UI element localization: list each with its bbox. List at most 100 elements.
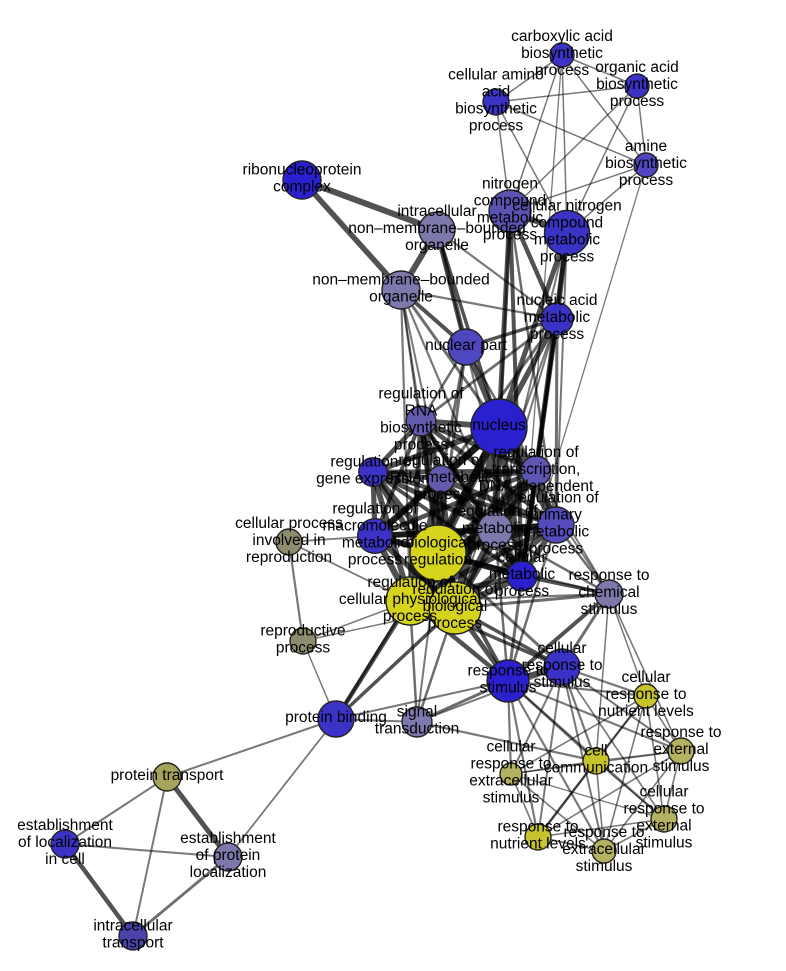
svg-text:transduction: transduction	[375, 720, 459, 737]
svg-text:biosynthetic: biosynthetic	[605, 155, 687, 172]
svg-text:process: process	[540, 248, 595, 265]
svg-text:stimulus: stimulus	[534, 674, 591, 691]
svg-text:establishment: establishment	[180, 830, 276, 847]
svg-text:gene expression: gene expression	[316, 470, 430, 487]
svg-text:regulation of: regulation of	[452, 503, 538, 520]
svg-text:organelle: organelle	[369, 288, 433, 305]
svg-text:external: external	[636, 817, 691, 834]
svg-text:stimulus: stimulus	[653, 758, 710, 775]
svg-text:regulation of: regulation of	[513, 489, 599, 506]
svg-text:response to: response to	[498, 818, 579, 835]
svg-text:ribonucleoprotein: ribonucleoprotein	[243, 161, 362, 178]
svg-text:cell: cell	[584, 742, 607, 759]
svg-text:nitrogen: nitrogen	[482, 175, 538, 192]
svg-text:non–membrane–bounded: non–membrane–bounded	[312, 271, 490, 288]
svg-text:stimulus: stimulus	[483, 789, 540, 806]
svg-text:organelle: organelle	[405, 237, 469, 254]
svg-text:amine: amine	[625, 138, 667, 155]
svg-text:non–membrane–bounded: non–membrane–bounded	[348, 220, 526, 237]
svg-text:process: process	[428, 615, 483, 632]
svg-text:metabolic: metabolic	[477, 209, 544, 226]
svg-text:response to: response to	[641, 724, 722, 741]
svg-text:stimulus: stimulus	[581, 601, 638, 618]
svg-text:process: process	[383, 608, 438, 625]
svg-text:DNA–dependent: DNA–dependent	[479, 478, 594, 495]
svg-text:compound: compound	[474, 192, 546, 209]
svg-text:metabolic: metabolic	[523, 523, 590, 540]
svg-text:process: process	[610, 93, 665, 110]
svg-text:intracellular: intracellular	[93, 917, 172, 934]
svg-text:nutrient levels: nutrient levels	[490, 835, 586, 852]
svg-text:in cell: in cell	[45, 851, 85, 868]
svg-text:cellular: cellular	[621, 669, 670, 686]
svg-text:biological: biological	[423, 598, 488, 615]
svg-text:biosynthetic: biosynthetic	[380, 419, 462, 436]
svg-text:regulation of: regulation of	[330, 453, 416, 470]
svg-text:transport: transport	[102, 934, 164, 951]
svg-text:process: process	[619, 172, 674, 189]
svg-text:biosynthetic: biosynthetic	[521, 45, 603, 62]
svg-text:acid: acid	[482, 83, 510, 100]
svg-text:cellular nitrogen: cellular nitrogen	[512, 197, 621, 214]
svg-text:primary: primary	[530, 506, 582, 523]
svg-text:involved in: involved in	[252, 532, 325, 549]
svg-text:regulation of: regulation of	[367, 574, 453, 591]
svg-text:macromolecule: macromolecule	[322, 517, 427, 534]
svg-text:establishment: establishment	[17, 817, 113, 834]
svg-text:regulation of: regulation of	[398, 452, 484, 469]
svg-text:process: process	[495, 583, 550, 600]
svg-text:reproduction: reproduction	[246, 549, 332, 566]
svg-text:of protein: of protein	[196, 847, 261, 864]
svg-text:metabolic: metabolic	[462, 520, 529, 537]
svg-text:protein binding: protein binding	[285, 709, 387, 726]
svg-text:complex: complex	[273, 178, 331, 195]
svg-text:metabolic: metabolic	[524, 309, 591, 326]
svg-text:cellular: cellular	[537, 640, 586, 657]
svg-text:chemical: chemical	[578, 584, 639, 601]
svg-text:signal: signal	[397, 703, 438, 720]
svg-text:metabolic: metabolic	[534, 231, 601, 248]
svg-text:cellular: cellular	[486, 738, 535, 755]
svg-text:stimulus: stimulus	[576, 858, 633, 875]
svg-text:response to: response to	[522, 657, 603, 674]
svg-text:RNA: RNA	[405, 402, 438, 419]
svg-text:process: process	[394, 436, 449, 453]
svg-text:response to: response to	[564, 824, 645, 841]
svg-text:regulation of: regulation of	[412, 581, 498, 598]
svg-text:cellular: cellular	[639, 783, 688, 800]
svg-text:regulation of: regulation of	[378, 385, 464, 402]
svg-text:extracellular: extracellular	[469, 772, 553, 789]
svg-text:nuclear part: nuclear part	[425, 337, 508, 354]
svg-text:localization: localization	[190, 864, 267, 881]
svg-text:stimulus: stimulus	[636, 834, 693, 851]
svg-text:process: process	[529, 540, 584, 557]
svg-text:reproductive: reproductive	[260, 622, 345, 639]
svg-text:process: process	[469, 117, 524, 134]
svg-text:cellular amino: cellular amino	[448, 66, 544, 83]
svg-text:biosynthetic: biosynthetic	[596, 76, 678, 93]
svg-text:regulation of: regulation of	[493, 444, 579, 461]
svg-text:protein transport: protein transport	[111, 767, 225, 784]
svg-text:of localization: of localization	[18, 834, 112, 851]
svg-text:process: process	[535, 62, 590, 79]
svg-text:process: process	[276, 639, 331, 656]
svg-text:response to: response to	[468, 662, 549, 679]
svg-text:regulation of: regulation of	[332, 500, 418, 517]
svg-text:process: process	[348, 551, 403, 568]
svg-text:metabolic: metabolic	[489, 566, 556, 583]
svg-text:cellular process: cellular process	[235, 515, 343, 532]
svg-text:process: process	[530, 326, 585, 343]
svg-text:cellular: cellular	[497, 549, 546, 566]
svg-text:extracellular: extracellular	[562, 841, 646, 858]
svg-text:nutrient levels: nutrient levels	[598, 703, 694, 720]
svg-text:metabolic: metabolic	[342, 534, 409, 551]
svg-text:process: process	[414, 486, 469, 503]
svg-text:stimulus: stimulus	[480, 679, 537, 696]
svg-text:response to: response to	[471, 755, 552, 772]
svg-text:carboxylic acid: carboxylic acid	[511, 28, 613, 45]
svg-text:nucleic acid: nucleic acid	[517, 292, 598, 309]
svg-text:response to: response to	[569, 567, 650, 584]
svg-text:external: external	[653, 741, 708, 758]
svg-text:nucleus: nucleus	[472, 417, 526, 434]
svg-text:regulation: regulation	[404, 551, 472, 568]
